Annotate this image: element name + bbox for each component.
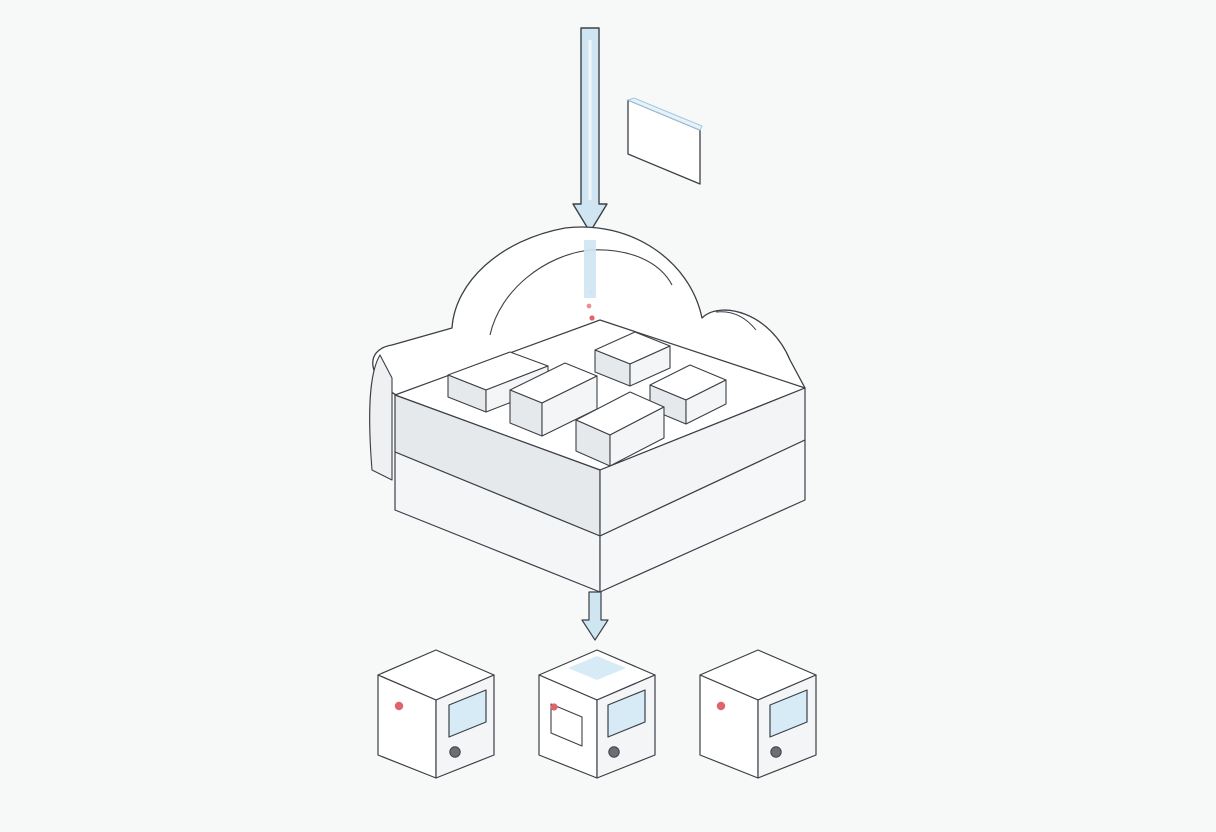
- button-icon: [770, 746, 782, 758]
- device-box-icon: [538, 649, 656, 779]
- screen-icon: [448, 689, 487, 738]
- device-box-icon: [377, 649, 495, 779]
- screen-icon: [607, 689, 646, 738]
- panel-icon: [550, 703, 583, 747]
- status-dot: [394, 701, 404, 711]
- document-card-icon: [626, 97, 703, 185]
- module-block-icon: [594, 331, 671, 387]
- button-icon: [449, 746, 461, 758]
- status-dot: [550, 703, 558, 711]
- module-block-icon: [509, 362, 598, 437]
- module-block-icon: [649, 364, 727, 425]
- module-block-icon: [575, 391, 665, 467]
- outgoing-arrow-icon: [581, 591, 609, 641]
- device-box-icon: [699, 649, 817, 779]
- screen-icon: [769, 689, 808, 738]
- server-platform-icon: [394, 319, 806, 593]
- status-dot: [716, 701, 726, 711]
- incoming-arrow-icon: [572, 27, 608, 233]
- button-icon: [608, 746, 620, 758]
